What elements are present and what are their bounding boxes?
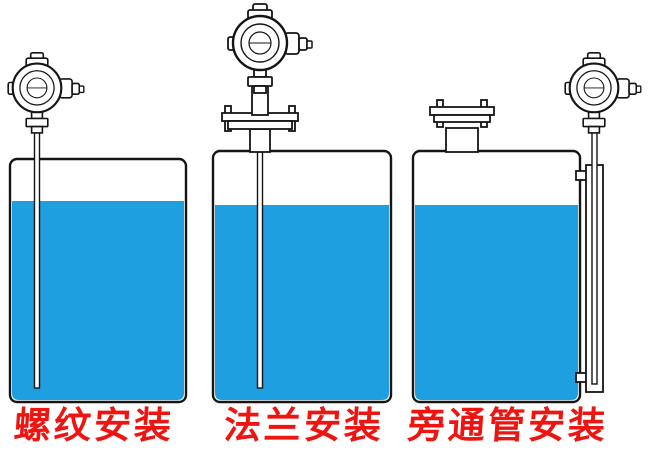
tank-2-probe-rod xyxy=(256,128,264,389)
transmitter-1 xyxy=(7,51,85,134)
tank-2-nozzle xyxy=(249,128,271,153)
transmitter-3 xyxy=(564,51,642,134)
tank-3-nozzle xyxy=(445,127,479,153)
flange-plate-bottom xyxy=(227,120,293,130)
tank-bypass-group xyxy=(411,51,642,404)
tank-1-probe-rod xyxy=(33,129,41,389)
tank-threaded-group xyxy=(7,51,188,404)
label-threaded-installation: 螺纹安装 xyxy=(12,404,176,447)
label-flange-installation: 法兰安装 xyxy=(222,404,386,447)
tank-1-liquid xyxy=(12,201,184,400)
tank-3-flange-plate-top xyxy=(429,106,495,116)
tank-3-liquid xyxy=(415,205,578,400)
tank-3-flange-plate-bottom xyxy=(433,114,491,123)
label-bypass-pipe-installation: 旁通管安装 xyxy=(406,404,610,447)
transmitter-2 xyxy=(226,2,314,95)
tank-3-probe-rod xyxy=(591,129,598,385)
tank-2-liquid xyxy=(215,205,389,400)
tank-flange-group xyxy=(211,2,393,404)
